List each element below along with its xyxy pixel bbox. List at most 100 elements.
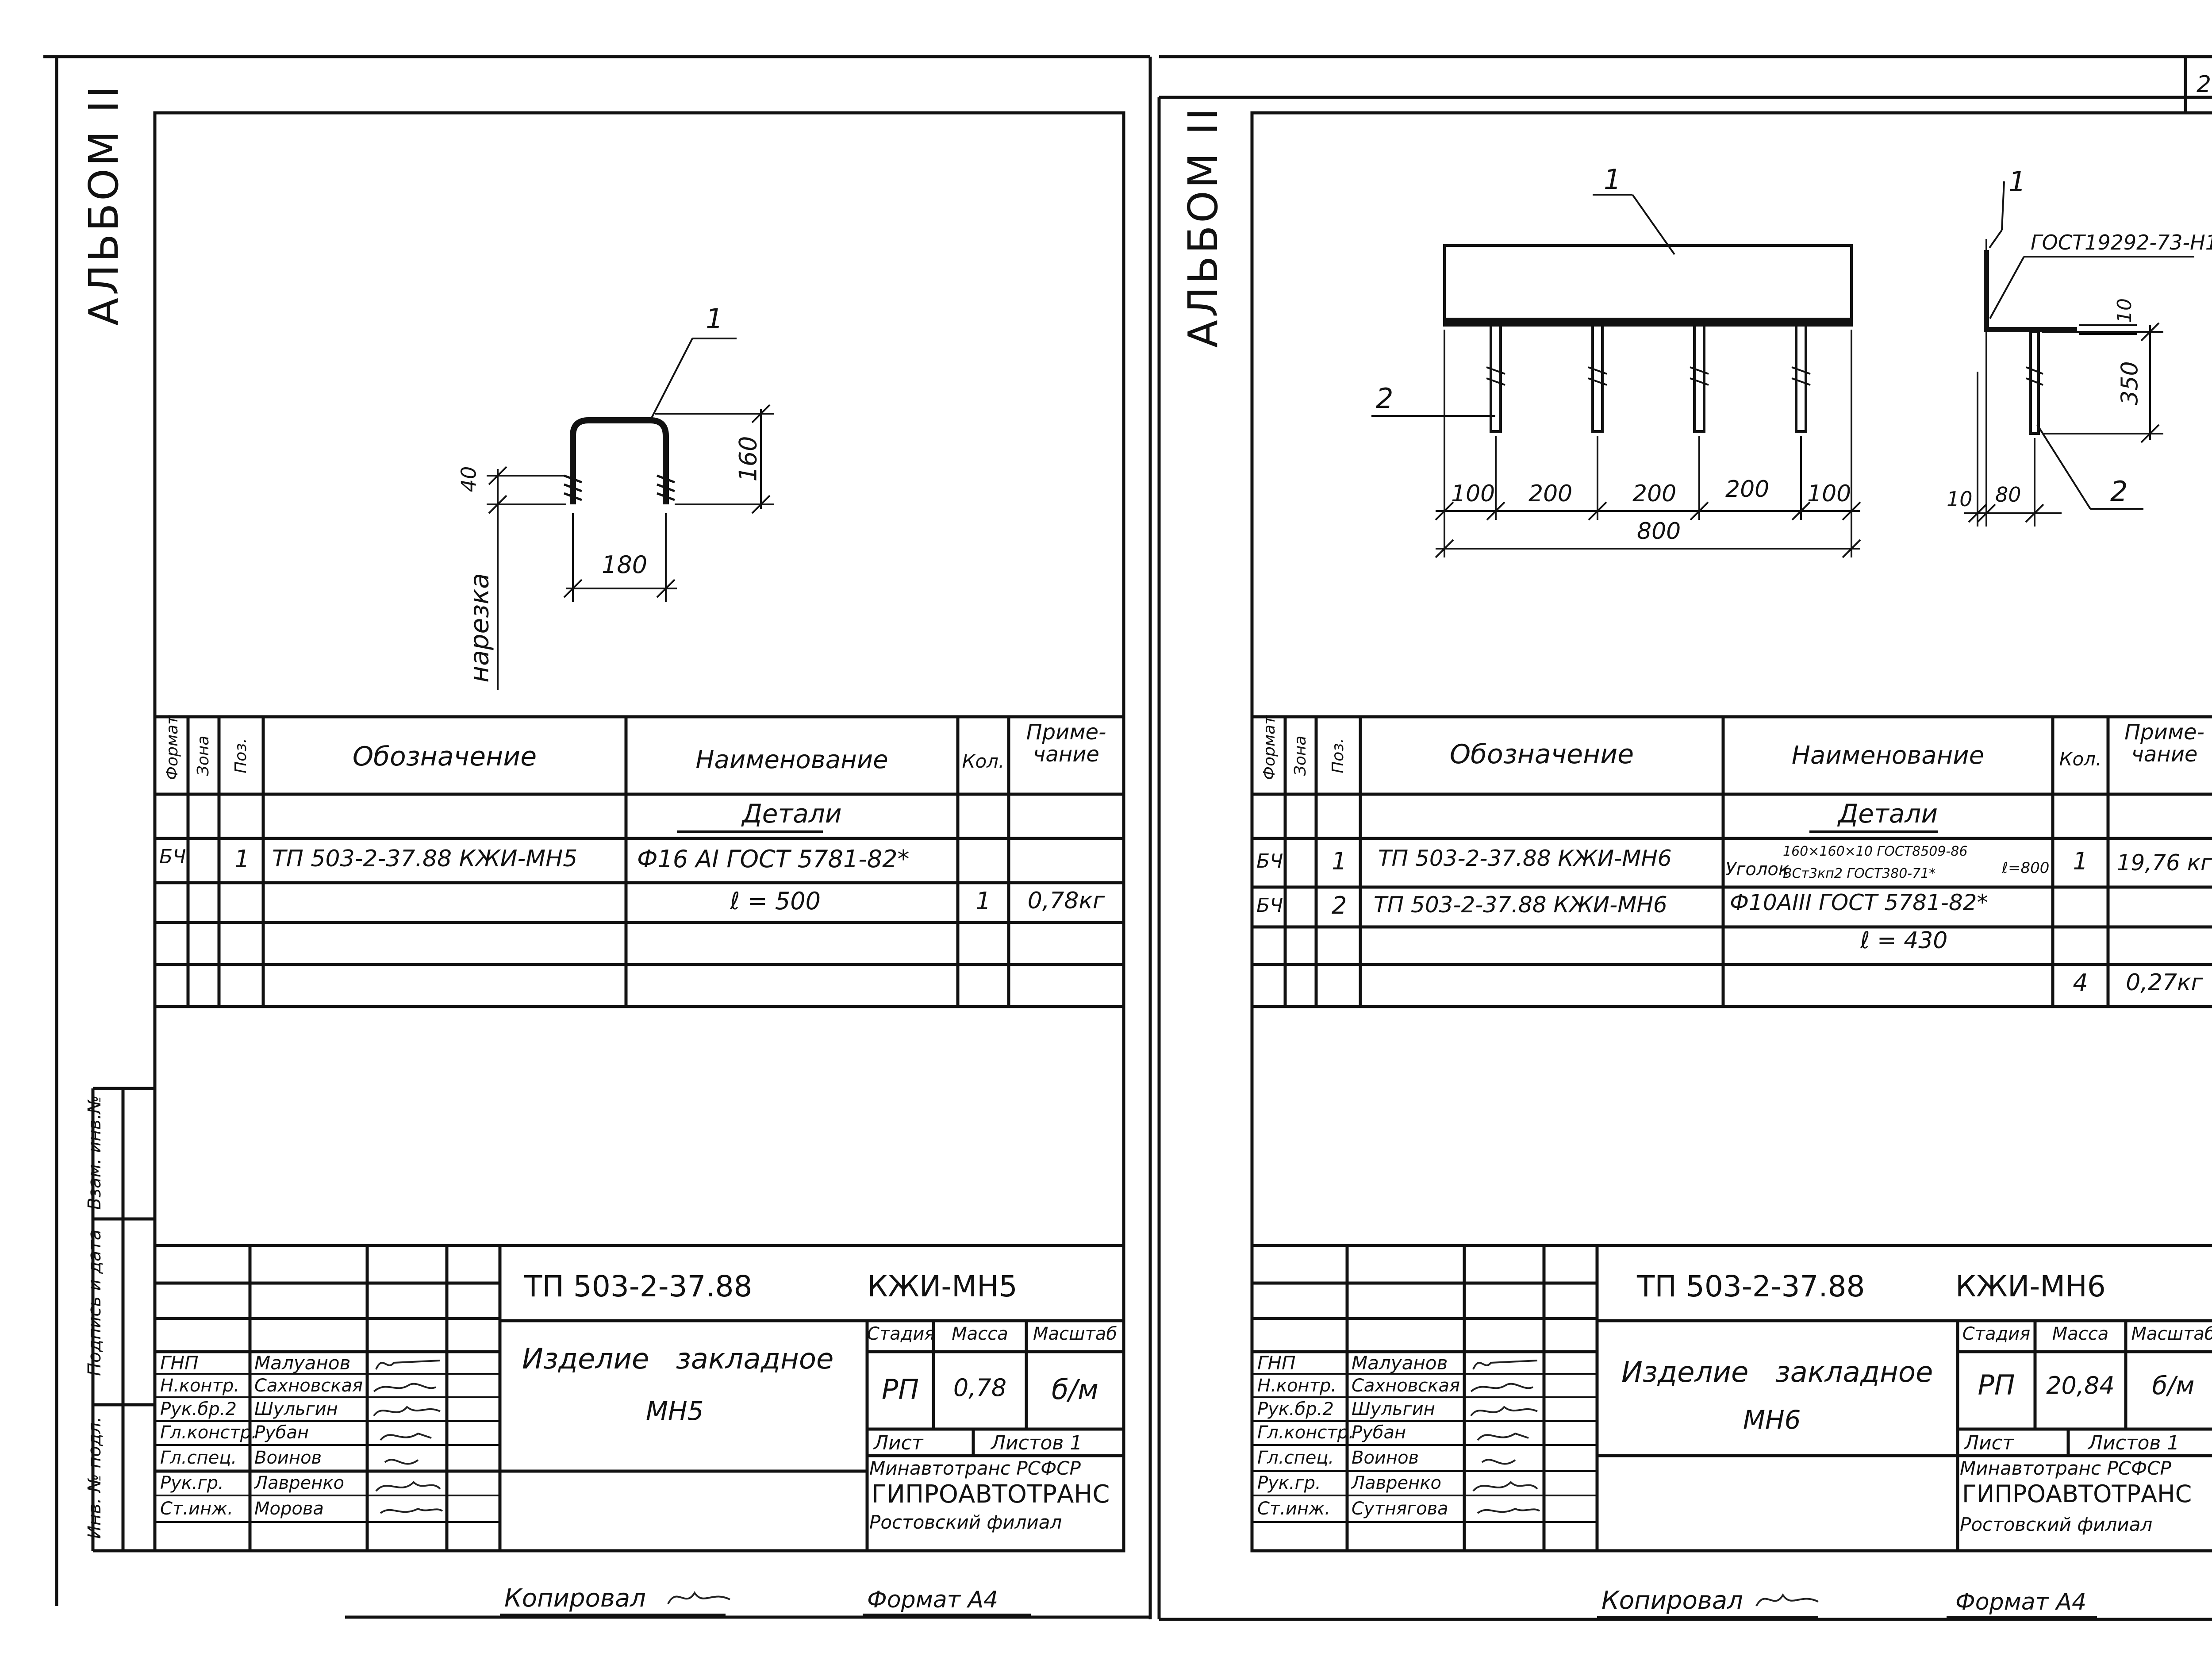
spec-row3-qty: 4 <box>2073 969 2088 997</box>
title-name-line2: МН5 <box>646 1396 704 1426</box>
spec-header-designation: Обозначение <box>1449 739 1634 770</box>
title-mass-value: 0,78 <box>953 1374 1007 1402</box>
spec-row1-format: БЧ <box>159 846 186 868</box>
mn6-dim-200b: 200 <box>1632 480 1677 507</box>
staff-role-7: Ст.инж. <box>1257 1499 1330 1519</box>
page-number: 27 <box>2197 71 2212 98</box>
spec-header-designation: Обозначение <box>352 741 537 772</box>
staff-name-1: Малуанов <box>254 1352 351 1374</box>
mn6-pos1-label: 1 <box>1604 163 1621 196</box>
mn5-thread-label: нарезка <box>464 573 495 683</box>
title-stage-value: РП <box>1978 1369 2015 1401</box>
spec-header-name: Наименование <box>695 746 888 774</box>
staff-name-5: Воинов <box>1352 1448 1419 1468</box>
title-name-line1: Изделие закладное <box>1621 1356 1933 1389</box>
title-scale-label: Масштаб <box>2131 1324 2212 1344</box>
spec-row1-designation: ТП 503-2-37.88 КЖИ-МН6 <box>1378 846 1672 871</box>
spec-row1-designation: ТП 503-2-37.88 КЖИ-МН5 <box>272 846 578 872</box>
staff-role-3: Рук.бр.2 <box>160 1399 237 1419</box>
staff-role-6: Рук.гр. <box>160 1473 224 1493</box>
spec-header-zone: Зона <box>1291 735 1310 776</box>
staff-name-2: Сахновская <box>254 1376 363 1396</box>
signatures-right <box>1470 1360 1540 1514</box>
mn6-dim-80: 80 <box>1995 483 2021 507</box>
title-stage-value: РП <box>881 1373 919 1406</box>
staff-role-4: Гл.констр. <box>1257 1422 1354 1443</box>
title-stage-label: Стадия <box>867 1324 935 1344</box>
mn6-pos1-side-label: 1 <box>2008 165 2026 198</box>
mn6-dim-10-top: 10 <box>2113 298 2136 323</box>
spec-row2-name: ℓ = 500 <box>730 887 821 915</box>
mn6-dim-350: 350 <box>2116 361 2143 405</box>
staff-role-5: Гл.спец. <box>1257 1448 1334 1468</box>
staff-role-3: Рук.бр.2 <box>1257 1399 1334 1419</box>
stamp-inv-original: Инв. № подл. <box>84 1417 105 1539</box>
spec-row2-pos: 2 <box>1332 892 1347 919</box>
spec-row1-name-top: 160×160×10 ГОСТ8509-86 <box>1783 844 1968 859</box>
spec-header-format: Формат <box>163 715 181 780</box>
staff-role-7: Ст.инж. <box>160 1499 233 1519</box>
signatures-left <box>373 1360 443 1514</box>
spec-header-qty: Кол. <box>962 750 1005 772</box>
title-org1: Минавтотранс РСФСР <box>1960 1457 2171 1479</box>
title-scale-value: б/м <box>1052 1373 1098 1406</box>
spec-row1-format: БЧ <box>1256 850 1283 873</box>
title-doc-code: ТП 503-2-37.88 <box>1637 1269 1865 1303</box>
spec-row2-qty: 1 <box>975 887 991 915</box>
spec-header-name: Наименование <box>1791 741 1985 770</box>
mn6-dim-200c: 200 <box>1725 476 1770 503</box>
mn5-dim-width: 180 <box>602 551 648 579</box>
title-name-line1: Изделие закладное <box>522 1343 834 1376</box>
title-mass-value: 20,84 <box>2046 1372 2115 1399</box>
staff-role-2: Н.контр. <box>160 1376 239 1396</box>
stamp-signature-date: Подпись и дата <box>84 1229 105 1376</box>
mn6-pos2-label: 2 <box>1376 382 1394 415</box>
copier-signature-left <box>667 1591 730 1604</box>
mn6-dim-100a: 100 <box>1451 480 1495 507</box>
title-mark: КЖИ-МН6 <box>1955 1269 2106 1303</box>
staff-name-4: Рубан <box>1352 1422 1406 1443</box>
spec-row1-pos: 1 <box>1332 847 1347 875</box>
title-org1: Минавтотранс РСФСР <box>869 1457 1081 1479</box>
title-sheets-label: Листов 1 <box>991 1432 1083 1454</box>
stamp-replacement-inv: Взам. инв.№ <box>84 1095 105 1210</box>
spec-section-title: Детали <box>742 799 842 829</box>
mn6-dim-200a: 200 <box>1528 480 1573 507</box>
staff-role-6: Рук.гр. <box>1257 1473 1321 1493</box>
spec-header-zone: Зона <box>194 735 212 776</box>
staff-name-2: Сахновская <box>1352 1376 1460 1396</box>
title-name-line2: МН6 <box>1743 1405 1801 1435</box>
title-doc-code: ТП 503-2-37.88 <box>524 1269 753 1303</box>
spec-row3-note: 0,27кг <box>2126 969 2203 996</box>
spec-row1-pos: 1 <box>234 845 250 873</box>
mn5-position-label: 1 <box>706 303 723 335</box>
staff-role-1: ГНП <box>1257 1352 1296 1374</box>
title-scale-label: Масштаб <box>1033 1324 1118 1344</box>
spec-row2-name: Ф10АIII ГОСТ 5781-82* <box>1730 890 1988 915</box>
mn6-dim-100b: 100 <box>1807 480 1851 507</box>
spec-header-pos: Поз. <box>232 738 250 773</box>
album-label-left: АЛЬБОМ II <box>80 83 127 326</box>
spec-row1-name: Ф16 АI ГОСТ 5781-82* <box>637 845 910 873</box>
spec-row1-name-suffix: ℓ=800 <box>2002 859 2050 877</box>
spec-section-title: Детали <box>1838 799 1938 829</box>
footer-format-right: Формат А4 <box>1955 1589 2087 1615</box>
title-stage-label: Стадия <box>1962 1324 2031 1344</box>
staff-name-6: Лавренко <box>1352 1473 1441 1493</box>
spec-row3-name: ℓ = 430 <box>1860 927 1948 954</box>
staff-role-4: Гл.констр. <box>160 1422 257 1443</box>
spec-header-note: Приме- чание <box>1026 720 1106 767</box>
staff-name-5: Воинов <box>254 1448 322 1468</box>
staff-name-3: Шульгин <box>254 1399 338 1419</box>
title-mass-label: Масса <box>2052 1324 2109 1344</box>
staff-role-1: ГНП <box>160 1352 199 1374</box>
spec-row1-name-bottom: ВСт3кп2 ГОСТ380-71* <box>1783 866 1936 881</box>
spec-row2-designation: ТП 503-2-37.88 КЖИ-МН6 <box>1374 892 1667 918</box>
mn5-dim-height: 160 <box>734 436 762 482</box>
staff-name-7: Морова <box>254 1499 324 1519</box>
footer-format-left: Формат А4 <box>867 1587 998 1613</box>
album-label-right: АЛЬБОМ II <box>1179 105 1227 348</box>
title-sheet-label: Лист <box>874 1432 923 1454</box>
title-sheets-label: Листов 1 <box>2088 1432 2180 1454</box>
